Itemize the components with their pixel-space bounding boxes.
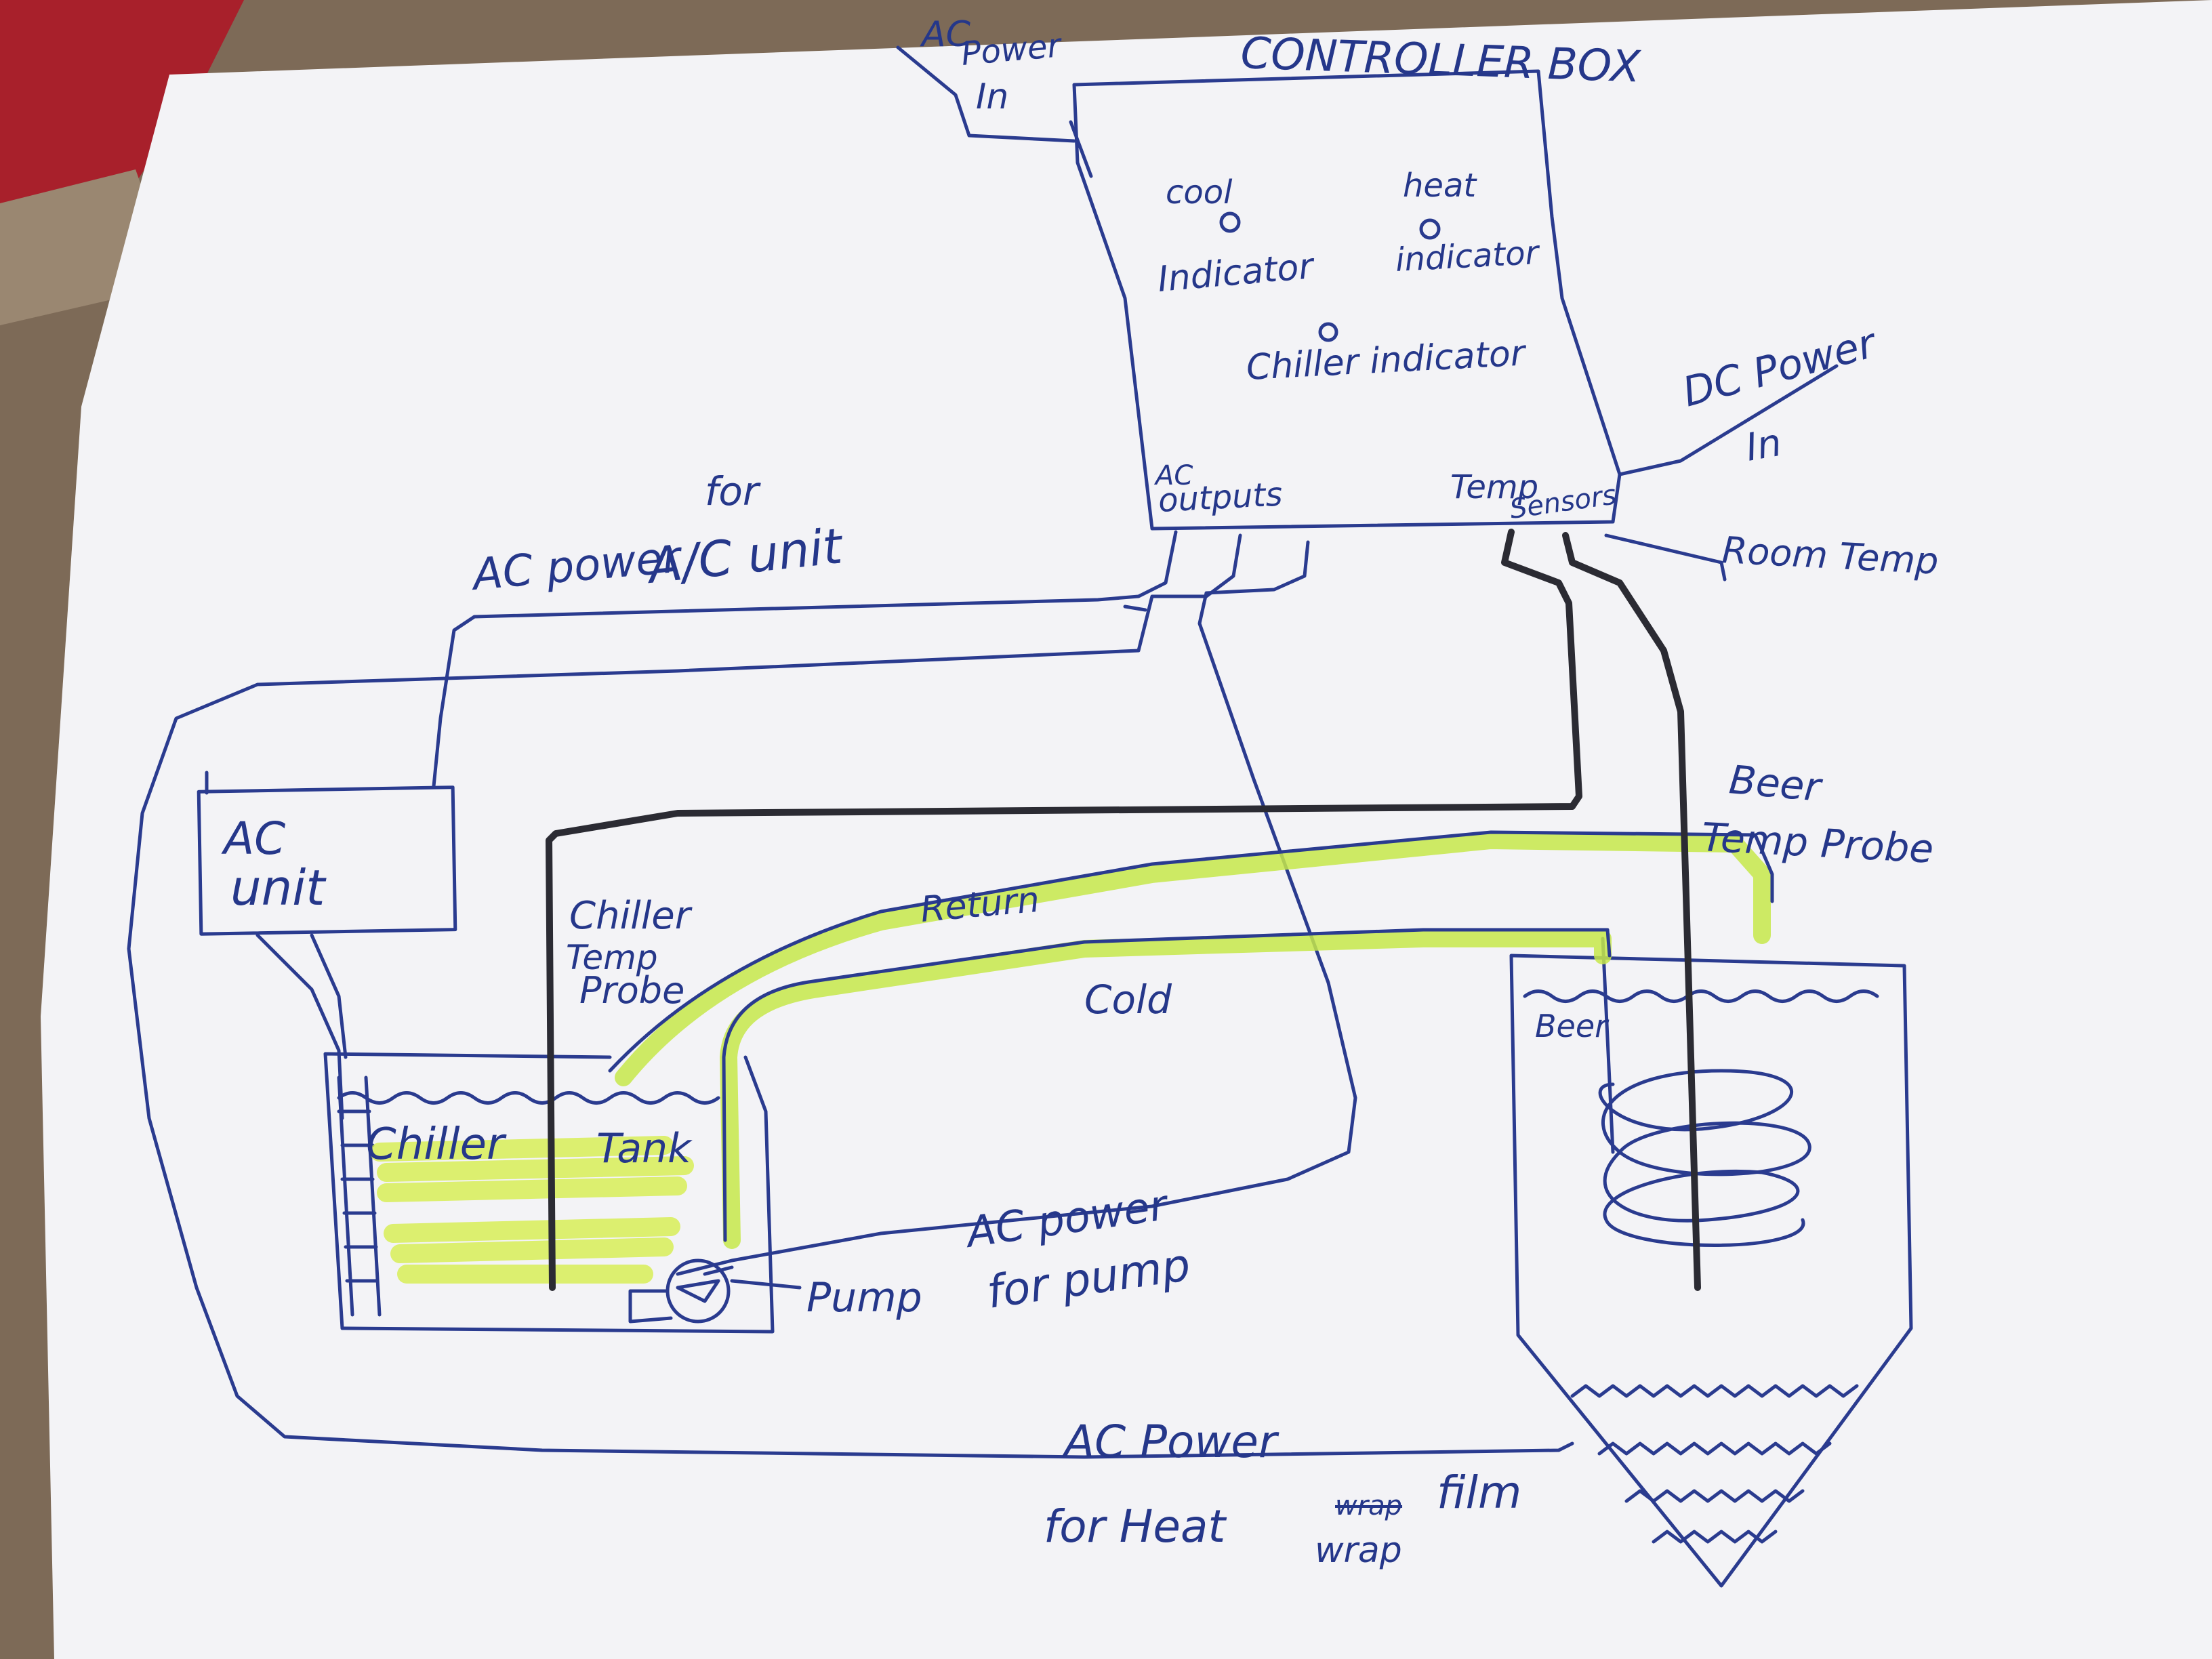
chiller-tank-highlight	[370, 1136, 694, 1284]
heat-power-label-2a: for Heat	[1044, 1500, 1227, 1553]
cold-line-highlight	[720, 930, 1612, 1249]
temp-sensors-label-1: Temp	[1450, 468, 1538, 506]
ac-outputs-label-1: AC	[1153, 460, 1193, 491]
return-line	[608, 830, 1774, 1073]
chiller-coil	[337, 1076, 382, 1317]
cold-label: Cold	[1084, 977, 1172, 1023]
beer-label: Beer	[1535, 1008, 1610, 1044]
heat-indicator-label: indicator	[1395, 234, 1542, 279]
cool-indicator-light	[1219, 211, 1241, 233]
return-line-highlight	[615, 832, 1771, 1086]
ac-power-in-label-1: AC	[920, 14, 971, 55]
chiller-temp-probe-wire	[546, 529, 1582, 1291]
heat-label: heat	[1403, 167, 1477, 205]
ac-unit-power-wire	[432, 530, 1178, 788]
chiller-probe-label-3: Probe	[579, 969, 684, 1012]
chiller-probe-label-1: Chiller	[569, 894, 693, 938]
ac-unit-box-label-2: unit	[230, 859, 327, 916]
ac-unit-box-label-1: AC	[221, 813, 285, 865]
heat-wrap-power-wire	[127, 533, 1574, 1459]
heat-wrap-zigzag-3	[1624, 1489, 1805, 1503]
ac-unit-box	[197, 785, 457, 936]
heat-wrap-zigzag-4	[1652, 1530, 1778, 1544]
ac-outputs-label-2: outputs	[1158, 475, 1284, 520]
pump-power-wire	[676, 540, 1357, 1276]
room-temp-wire	[1604, 533, 1727, 581]
heat-power-label-3: wrap	[1315, 1530, 1402, 1571]
beer-probe-label-1: Beer	[1727, 756, 1825, 811]
heat-power-crossed-word: wrap	[1335, 1490, 1402, 1521]
pump-outlet	[628, 1265, 734, 1324]
cool-label: cool	[1166, 173, 1233, 211]
chiller-tank-label-2: Tank	[596, 1125, 693, 1172]
chiller-water-line	[337, 1091, 720, 1105]
beer-surface	[1523, 989, 1879, 1003]
controller-box	[1072, 69, 1622, 531]
dc-power-in-label: In	[1742, 421, 1785, 470]
chiller-tank	[323, 1052, 775, 1334]
heat-indicator-light	[1419, 218, 1441, 240]
fermenter-vessel	[1509, 954, 1913, 1588]
heat-wrap-zigzag-1	[1570, 1384, 1859, 1398]
cold-line	[722, 928, 1612, 1242]
ac-power-in-label-2: Power	[960, 26, 1064, 73]
heat-wrap-zigzag-2	[1597, 1441, 1832, 1456]
heat-power-label-1: AC Power	[1061, 1416, 1279, 1468]
dc-power-in-wire	[1618, 364, 1839, 476]
ac-power-in-label-3: In	[976, 77, 1008, 117]
ac-unit-power-wire-tail	[1123, 605, 1147, 612]
for-label: for	[705, 468, 761, 514]
fermenter-cooling-coil	[1598, 937, 1811, 1247]
pump-label: Pump	[806, 1274, 922, 1322]
chiller-tank-label-1: Chiller	[366, 1120, 507, 1170]
chiller-indicator-light	[1318, 322, 1338, 342]
heat-power-label-2b: film	[1437, 1467, 1521, 1519]
beer-temp-probe-wire	[1562, 532, 1701, 1291]
pump-pointer	[730, 1279, 802, 1290]
ac-power-in-wire	[896, 45, 1093, 178]
chiller-probe-label-2: Temp	[566, 938, 658, 977]
